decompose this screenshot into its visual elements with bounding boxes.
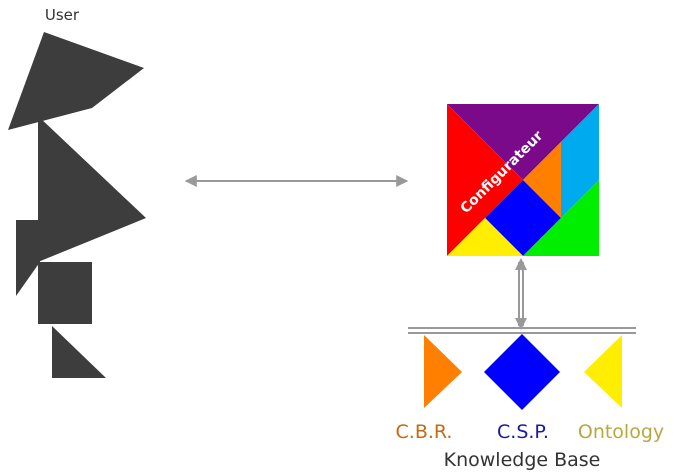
tangram-red-triangle [447,104,523,256]
user-arm-shape [16,220,40,296]
user-body-triangle [38,116,146,262]
user-figure [8,32,146,378]
csp-label: C.S.P. [497,421,549,443]
knowledge-base-bar [408,327,636,334]
user-label: User [45,6,80,24]
ontology-yellow-triangle [584,335,622,408]
tangram-yellow-triangle [447,218,523,256]
user-leg-square [38,262,92,324]
user-foot-triangle [52,326,106,378]
csp-blue-diamond [484,334,560,410]
tangram-purple-triangle [447,104,599,180]
configurator-tangram [447,104,599,256]
tangram-green-triangle [523,180,599,256]
cbr-orange-triangle [424,335,462,408]
kb-double-arrow [515,258,527,330]
needs-label: Needs [97,142,138,180]
cbr-label: C.B.R. [396,421,453,443]
ontology-label: Ontology [578,421,664,443]
user-hat-shape [8,32,144,130]
tangram-orange-triangle [523,142,561,218]
knowledge-base-label: Knowledge Base [444,449,601,471]
